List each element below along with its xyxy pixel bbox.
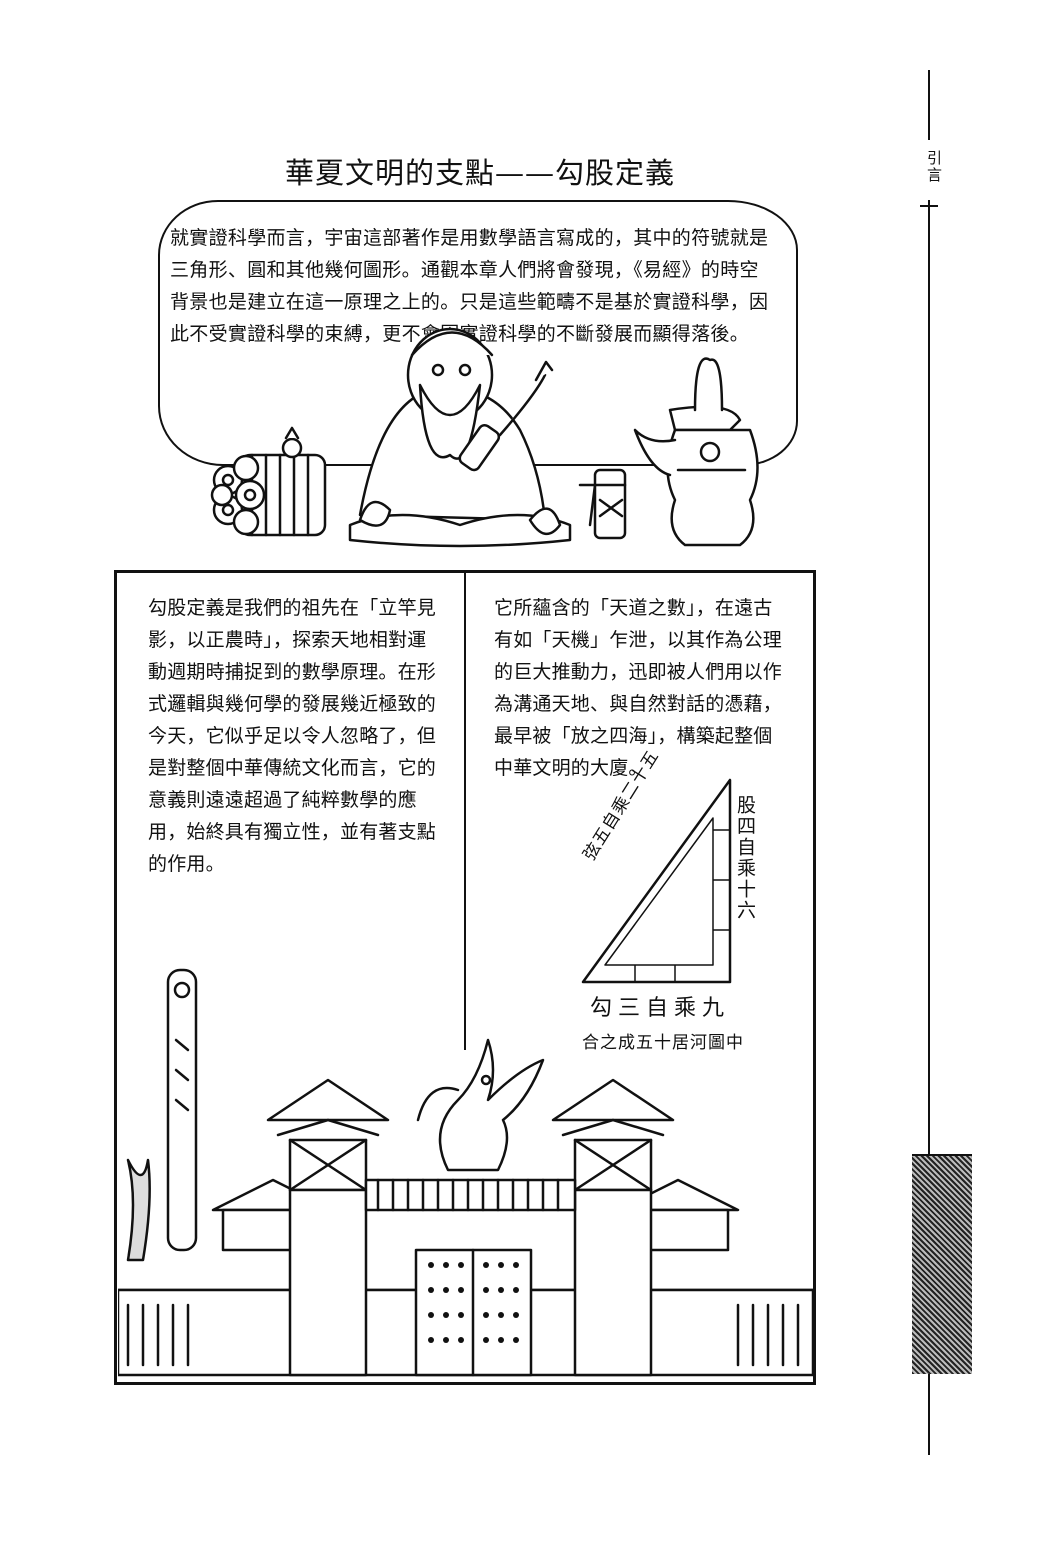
chapter-edge-tab	[912, 1154, 972, 1374]
column-divider	[464, 572, 466, 1050]
leg-vertical-label: 股四自乘十六	[734, 795, 756, 921]
kettle-icon	[633, 357, 759, 547]
left-column-text: 勾股定義是我們的祖先在「立竿見影，以正農時」，探索天地相對運動週期時捕捉到的數學…	[148, 597, 437, 875]
chapter-label: 引言	[915, 150, 943, 184]
margin-rule-tick	[920, 205, 938, 207]
palace-gate-illustration	[118, 968, 813, 1377]
phoenix-icon	[416, 1038, 545, 1172]
sage-figure-icon	[348, 327, 572, 548]
gnomon-pole-icon	[166, 968, 198, 1252]
diagram-caption: 合之成五十居河圖中	[582, 1033, 744, 1053]
sage-illustration	[210, 327, 759, 548]
left-tower-icon	[266, 1078, 390, 1377]
margin-rule-top	[928, 70, 930, 140]
right-tower-icon	[551, 1078, 675, 1377]
right-column-text: 它所蘊含的「天道之數」，在遠古有如「天機」乍泄，以其作為公理的巨大推動力，迅即被…	[494, 597, 783, 779]
right-triangle-diagram	[581, 778, 732, 984]
gate-doors-icon	[414, 1248, 533, 1377]
jar-icon	[578, 468, 627, 540]
page-title: 華夏文明的支點——勾股定義	[284, 156, 675, 190]
scroll-barrel-icon	[210, 426, 327, 537]
intro-text: 就實證科學而言，宇宙這部著作是用數學語言寫成的，其中的符號就是三角形、圓和其他幾…	[170, 227, 769, 345]
margin-rule-bottom	[928, 200, 930, 1455]
tree-icon	[126, 1158, 151, 1262]
content-frame	[114, 570, 816, 1385]
base-label: 勾三自乘九	[590, 996, 731, 1021]
